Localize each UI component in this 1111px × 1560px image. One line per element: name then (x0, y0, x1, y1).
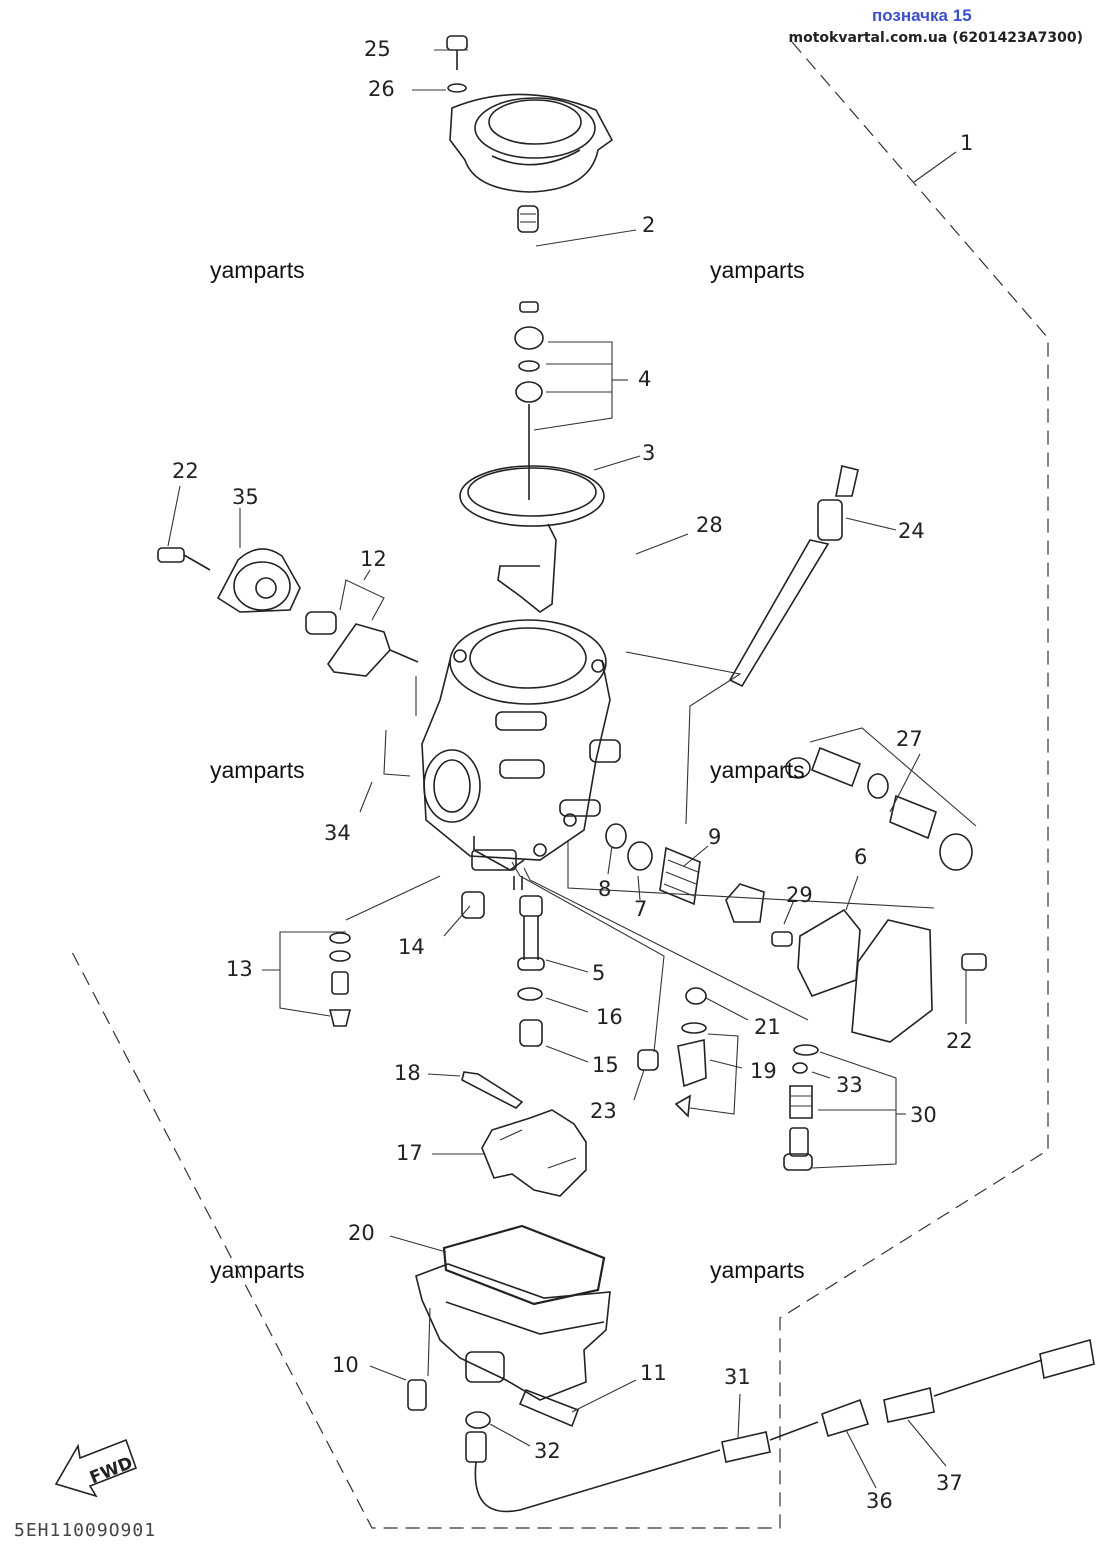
callout-36: 36 (866, 1489, 893, 1513)
callout-20: 20 (348, 1221, 375, 1245)
callout-33: 33 (836, 1073, 863, 1097)
watermark-1: yamparts (210, 257, 305, 283)
fwd-label: FWD (87, 1453, 136, 1488)
fwd-arrow: FWD (54, 1438, 138, 1498)
callout-3: 3 (642, 441, 655, 465)
watermark-5: yamparts (210, 1257, 305, 1283)
callout-30: 30 (910, 1103, 937, 1127)
pilot-screw-assembly (785, 746, 973, 871)
cable-adjuster (728, 465, 859, 688)
callout-8: 8 (598, 877, 611, 901)
callout-32: 32 (534, 1439, 561, 1463)
callout-35: 35 (232, 485, 259, 509)
callout-28: 28 (696, 513, 723, 537)
callout-10: 10 (332, 1353, 359, 1377)
watermark-3: yamparts (210, 757, 305, 783)
callout-1: 1 (960, 131, 973, 155)
choke-cover (157, 547, 301, 613)
callout-15: 15 (592, 1053, 619, 1077)
callout-16: 16 (596, 1005, 623, 1029)
top-cover (446, 35, 614, 233)
callout-26: 26 (368, 77, 395, 101)
callout-22a: 22 (172, 459, 199, 483)
diaphragm-assembly (459, 301, 605, 613)
callout-17: 17 (396, 1141, 423, 1165)
callout-27: 27 (896, 727, 923, 751)
callout-13: 13 (226, 957, 253, 981)
callout-11: 11 (640, 1361, 667, 1385)
callout-25: 25 (364, 37, 391, 61)
assembly-boundary (71, 41, 1049, 1529)
header-site: motokvartal.com.ua (6201423A7300) (788, 30, 1083, 46)
callout-31: 31 (724, 1365, 751, 1389)
callout-labels: 1 2 3 4 5 6 7 8 9 10 11 12 13 14 15 16 1… (172, 37, 973, 1513)
callout-2: 2 (642, 213, 655, 237)
callout-18: 18 (394, 1061, 421, 1085)
leader-lines (167, 49, 977, 1489)
drain-hose (474, 1338, 1095, 1513)
callout-37: 37 (936, 1471, 963, 1495)
drawing-code: 5EH11009O901 (14, 1520, 157, 1541)
callout-24: 24 (898, 519, 925, 543)
float-assembly (461, 1071, 587, 1197)
callout-29: 29 (786, 883, 813, 907)
watermark-6: yamparts (710, 1257, 805, 1283)
callout-34: 34 (324, 821, 351, 845)
callout-23: 23 (590, 1099, 617, 1123)
callout-21: 21 (754, 1015, 781, 1039)
callout-22b: 22 (946, 1029, 973, 1053)
watermarks: yamparts yamparts yamparts yamparts yamp… (210, 257, 805, 1283)
header-label: позначка 15 (872, 6, 972, 25)
carburetor-body (421, 619, 621, 890)
starter-plunger (305, 611, 419, 677)
drain-screw-assembly (783, 1044, 819, 1171)
callout-14: 14 (398, 935, 425, 959)
callout-5: 5 (592, 961, 605, 985)
jet-parts (328, 891, 545, 1047)
callout-19: 19 (750, 1059, 777, 1083)
callout-4: 4 (638, 367, 651, 391)
callout-12: 12 (360, 547, 387, 571)
accelerator-pump-parts (605, 823, 987, 1043)
callout-7: 7 (634, 897, 647, 921)
float-chamber (407, 1224, 611, 1463)
callout-9: 9 (708, 825, 721, 849)
needle-valve (637, 987, 707, 1118)
watermark-2: yamparts (710, 257, 805, 283)
callout-6: 6 (854, 845, 867, 869)
watermark-4: yamparts (710, 757, 805, 783)
